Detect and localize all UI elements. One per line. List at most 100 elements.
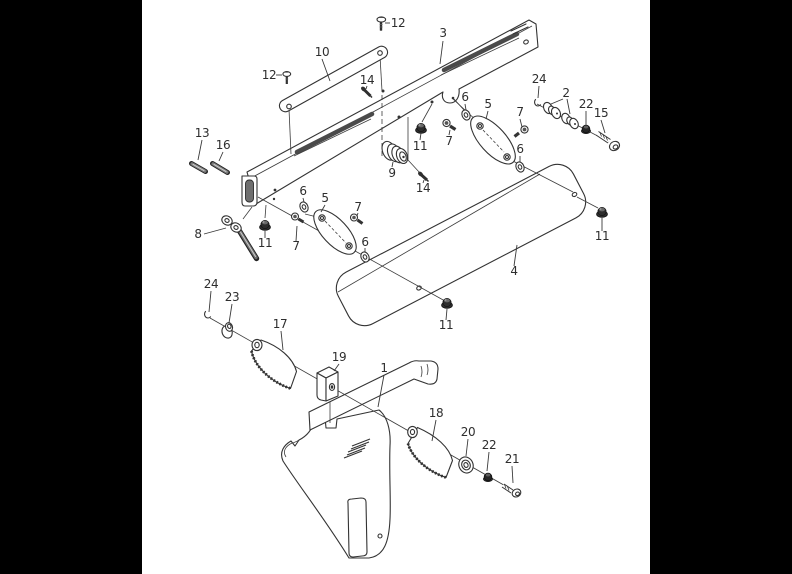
pin-part-13 <box>189 161 208 174</box>
leader-line-2 <box>566 98 571 115</box>
leader-line-18 <box>431 419 437 442</box>
part-label-12-3: 12 <box>262 68 276 82</box>
part-label-11-28: 11 <box>439 318 453 332</box>
screw-part-7c <box>349 213 364 225</box>
guard-hole <box>377 533 383 539</box>
cam-part-5-lower <box>313 209 357 255</box>
alignment-line-8 <box>242 206 253 220</box>
pin-part-16 <box>210 161 230 175</box>
leader-line-7 <box>519 118 523 128</box>
leader-line-1 <box>377 374 385 408</box>
cam-part-5-upper <box>470 115 516 165</box>
leader-line-21 <box>511 465 514 484</box>
leader-line-7 <box>295 225 298 242</box>
part-label-8-22: 8 <box>194 227 201 241</box>
part-label-9-17: 9 <box>388 166 395 180</box>
leader-line-9 <box>391 161 394 168</box>
screw-part-7d <box>290 212 305 224</box>
leader-line-19 <box>333 363 340 372</box>
part-label-11-27: 11 <box>595 229 609 243</box>
screw-part-14b <box>418 171 430 183</box>
leader-line-20 <box>465 438 469 457</box>
part-label-6-9: 6 <box>461 90 468 104</box>
part-label-21-37: 21 <box>505 452 519 466</box>
part-label-6-25: 6 <box>361 235 368 249</box>
pawl-part-18 <box>406 425 454 479</box>
roller-part-9 <box>381 140 409 165</box>
clip-part-24-upper <box>534 98 542 107</box>
leader-line-17 <box>280 330 284 351</box>
leader-line-11 <box>445 308 448 321</box>
screw-part-14a <box>361 86 373 99</box>
part-label-24-5: 24 <box>532 72 546 86</box>
part-label-23-30: 23 <box>225 290 239 304</box>
part-label-6-19: 6 <box>299 184 306 198</box>
leader-line-7 <box>448 129 451 136</box>
leader-line-5 <box>320 204 326 213</box>
leader-line-11 <box>419 132 422 141</box>
nut-part-22-upper <box>581 124 592 134</box>
leader-line-6 <box>302 197 305 203</box>
leader-line-2 <box>550 98 564 105</box>
part-label-3-1: 3 <box>439 26 446 40</box>
leader-line-24 <box>537 85 540 99</box>
leader-line-4 <box>513 244 518 267</box>
leader-line-3 <box>439 40 444 65</box>
screw-part-7b <box>442 118 457 131</box>
rollers-part-2 <box>542 101 579 130</box>
nut-part-11b <box>259 220 271 231</box>
part-label-19-32: 19 <box>332 350 346 364</box>
leader-line-8 <box>203 227 227 235</box>
leader-line-16 <box>218 151 224 162</box>
guard-hatch-marks <box>343 438 371 459</box>
washer-part-6b <box>515 161 525 173</box>
leader-line-5 <box>485 110 489 120</box>
part-label-7-21: 7 <box>354 200 361 214</box>
lever-part-8 <box>221 215 260 262</box>
leader-line-10 <box>321 58 331 82</box>
part-label-13-14: 13 <box>195 126 209 140</box>
strap-part-10 <box>278 45 389 155</box>
pawl-part-17 <box>250 338 298 390</box>
nut-part-22-lower <box>482 472 493 482</box>
alignment-line-14 <box>407 117 421 174</box>
clip-part-24-lower <box>204 310 212 319</box>
part-label-5-20: 5 <box>321 191 328 205</box>
part-label-14-18: 14 <box>416 181 430 195</box>
part-label-15-8: 15 <box>594 106 608 120</box>
part-label-18-34: 18 <box>429 406 443 420</box>
part-label-10-2: 10 <box>315 45 329 59</box>
leader-line-22 <box>486 451 490 472</box>
alignment-line-11a <box>421 103 433 123</box>
alignment-line-11b <box>264 204 267 219</box>
bushing-part-23 <box>221 322 234 339</box>
part-label-12-0: 12 <box>391 16 405 30</box>
nut-part-11a <box>415 123 427 134</box>
leader-line-23 <box>228 303 233 324</box>
leader-line-15 <box>600 119 606 134</box>
leader-line-13 <box>197 139 203 161</box>
part-label-11-23: 11 <box>258 236 272 250</box>
guard-bracket-part-1 <box>281 360 439 559</box>
cover-part-4 <box>335 163 587 327</box>
part-label-22-7: 22 <box>579 97 593 111</box>
washer-part-6a <box>461 109 471 121</box>
part-label-14-4: 14 <box>360 73 374 87</box>
part-label-17-31: 17 <box>273 317 287 331</box>
washer-part-6d <box>360 251 370 263</box>
leader-line-7 <box>356 212 359 217</box>
part-label-24-29: 24 <box>204 277 218 291</box>
leader-line-14 <box>422 179 425 184</box>
nut-part-11d <box>441 298 453 309</box>
part-label-20-35: 20 <box>461 425 475 439</box>
leader-line-14 <box>365 85 368 90</box>
part-label-2-6: 2 <box>562 86 569 100</box>
part-label-7-12: 7 <box>445 134 452 148</box>
bolt-part-21 <box>501 483 522 498</box>
block-part-19 <box>316 366 339 402</box>
leader-line-24 <box>208 290 212 313</box>
bolt-part-15 <box>595 131 621 152</box>
part-label-7-11: 7 <box>516 105 523 119</box>
